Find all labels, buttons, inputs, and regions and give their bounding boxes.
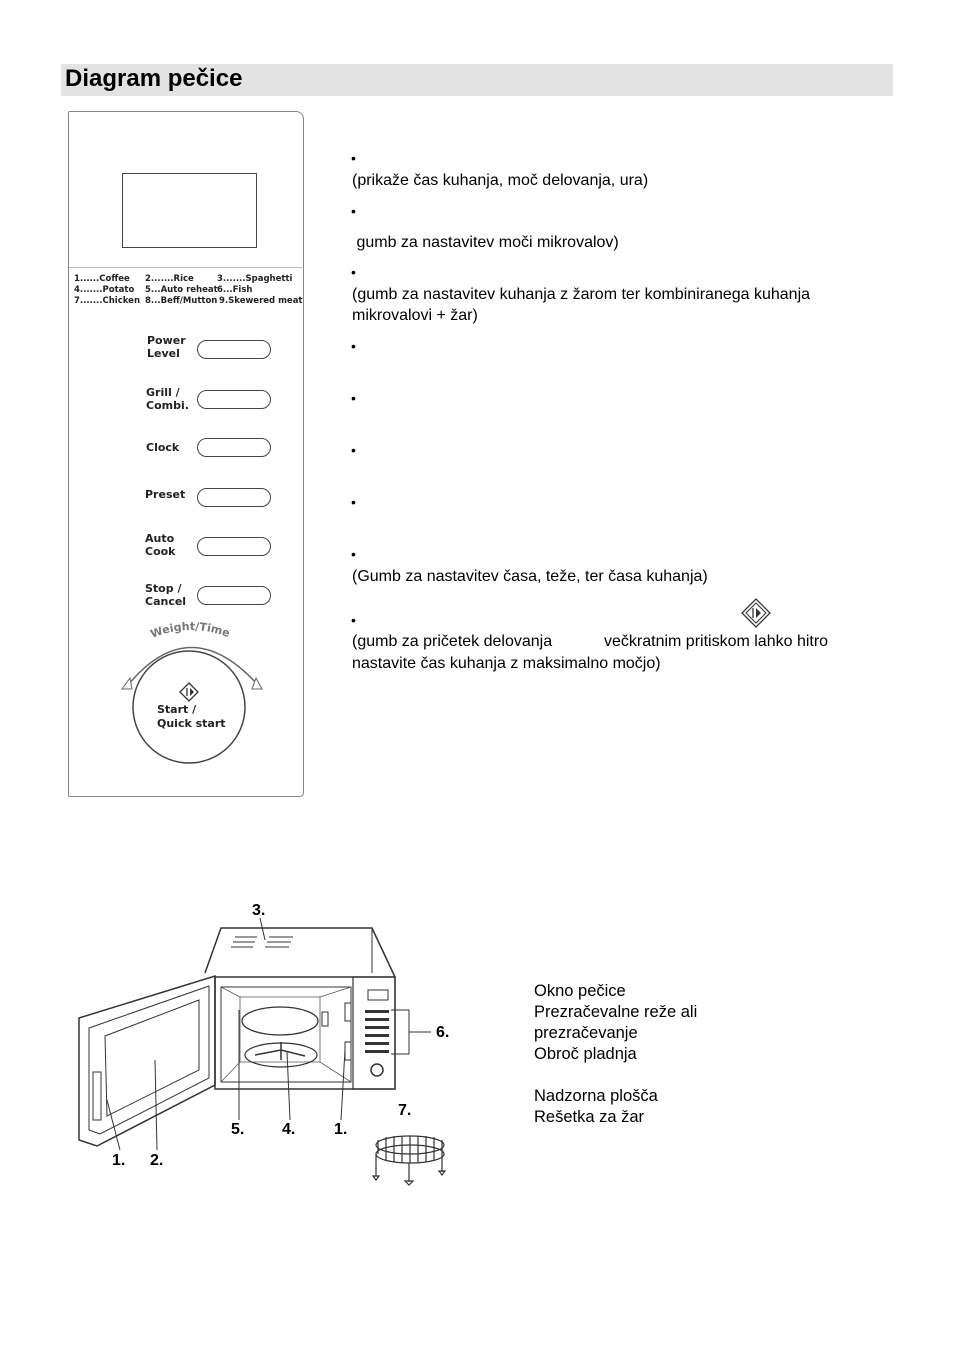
legend-item: Obroč pladnja [534,1045,637,1063]
dial-label: Weight/Time [149,620,232,641]
start-icon [741,598,771,628]
callout-5: 5. [231,1121,245,1138]
bullet-marker: • [351,150,356,166]
legend-item: Rešetka za žar [534,1108,645,1126]
vent-slots [231,936,293,948]
display-window [122,173,257,248]
callout-4: 4. [282,1121,296,1138]
legend-spacer [534,1065,697,1086]
description-grill-combi: (gumb za nastavitev kuhanja z žarom ter … [352,286,811,324]
auto-cook-label: Auto Cook [145,532,176,558]
label-line: Clock [146,441,180,454]
program-item: 4.......Potato [74,285,135,295]
weight-time-dial[interactable]: Weight/Time Start / Quick start [110,615,280,775]
grill-combi-button[interactable] [197,390,271,409]
program-item: 7.......Chicken [74,296,140,306]
label-line: Combi. [146,399,189,412]
preset-button[interactable] [197,488,271,507]
label-line: Power [147,334,186,347]
program-item: 8...Beff/Mutton [145,296,218,306]
auto-cook-button[interactable] [197,537,271,556]
stop-cancel-label: Stop / Cancel [145,582,186,608]
panel-divider [69,267,302,268]
door-window [104,999,200,1117]
bullet-marker: • [351,264,356,280]
callout-2: 2. [150,1152,164,1169]
panel-knob [370,1063,384,1077]
legend: Okno pečice Prezračevalne reže ali prezr… [534,981,697,1128]
label-line: Auto [145,532,175,545]
grill-rack [371,1135,447,1186]
description-power-level: gumb za nastavitev moči mikrovalov) [352,234,619,251]
clock-button[interactable] [197,438,271,457]
legend-item: Prezračevalne reže ali [534,1003,698,1021]
power-level-button[interactable] [197,340,271,359]
bullet-marker: • [351,546,356,562]
program-item: 1......Coffee [74,274,130,284]
callout-1-cavity: 1. [334,1121,348,1138]
program-item: 6...Fish [217,285,253,295]
program-item: 5...Auto reheat [145,285,218,295]
label-line: Stop / [145,582,182,595]
arrow-left-icon [121,676,133,690]
panel-buttons [365,1010,389,1053]
bullet-marker: • [351,494,356,510]
arrow-right-icon [251,676,263,690]
description-weight-time: (Gumb za nastavitev časa, teže, ter časa… [352,568,708,585]
program-item: 2.......Rice [145,274,194,284]
label-line: Cancel [145,595,187,608]
turntable-plate [241,1006,319,1036]
callout-3: 3. [252,902,266,919]
description-start-3: nastavite čas kuhanja z maksimalno močjo… [352,655,661,672]
program-item: 3.......Spaghetti [217,274,293,284]
bullet-marker: • [351,442,356,458]
section-header: Diagram pečice [61,64,893,96]
preset-label: Preset [145,488,185,501]
callout-1: 1. [112,1152,126,1169]
bullet-marker: • [351,338,356,354]
oven-illustration [78,917,447,1186]
power-level-label: Power Level [147,334,186,360]
bullet-marker: • [351,390,356,406]
bullet-marker: • [351,203,356,219]
grill-combi-label: Grill / Combi. [146,386,189,412]
quick-start-label: Quick start [157,717,226,730]
legend-item: Okno pečice [534,982,626,1000]
control-panel-illustration [68,111,304,797]
page-title: Diagram pečice [65,65,243,92]
callout-6: 6. [436,1024,450,1041]
clock-label: Clock [146,441,179,454]
description-start-2: večkratnim pritiskom lahko hitro [604,633,829,650]
legend-item: Nadzorna plošča [534,1087,658,1105]
start-knob[interactable] [132,650,246,764]
start-label: Start / [157,703,197,716]
label-line: Grill / [146,386,180,399]
label-line: Level [147,347,180,360]
bullet-marker: • [351,612,356,628]
callout-7: 7. [398,1102,412,1119]
label-line: Preset [145,488,186,501]
legend-item: prezračevanje [534,1024,638,1042]
stop-cancel-button[interactable] [197,586,271,605]
dial-arc [127,646,259,686]
program-item: 9.Skewered meat [219,296,303,306]
description-display: (prikaže čas kuhanja, moč delovanja, ura… [352,172,649,189]
start-icon [179,682,199,702]
description-start-1: (gumb za pričetek delovanja [352,633,553,650]
label-line: Cook [145,545,176,558]
